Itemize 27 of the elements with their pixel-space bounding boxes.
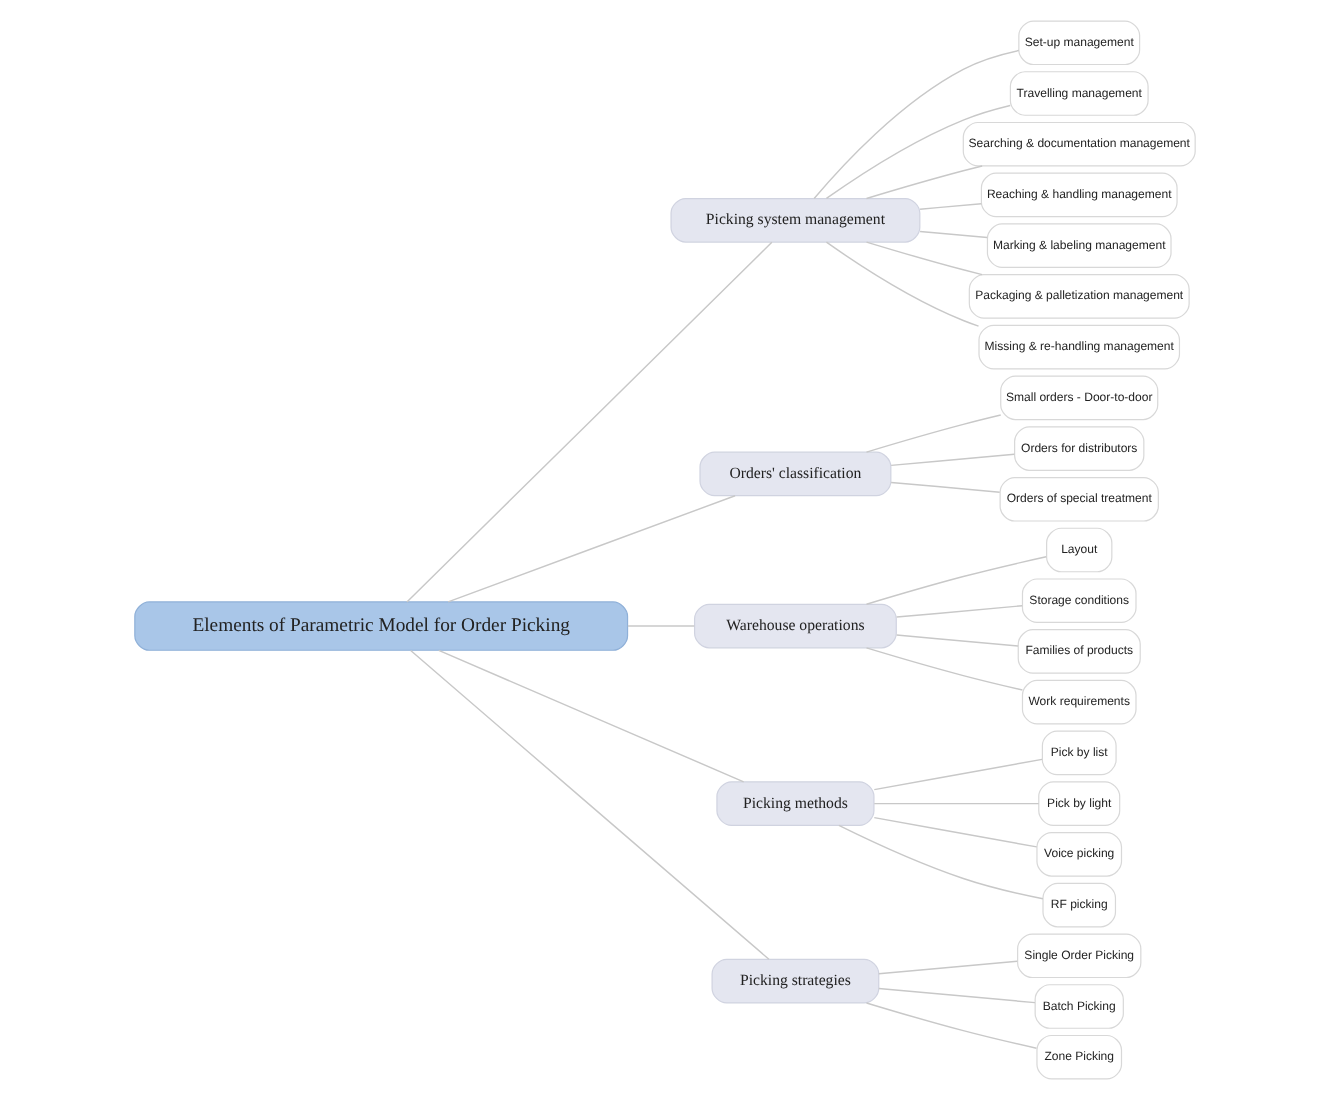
connector [894, 605, 1022, 618]
connector [872, 816, 1037, 848]
connector [864, 241, 982, 276]
connector [824, 104, 1010, 200]
connector [872, 802, 1039, 805]
connector [889, 481, 1000, 493]
connector [405, 241, 772, 603]
node-box: Elements of Parametric Model for Order Picking [133, 601, 628, 651]
connector [446, 495, 735, 603]
connector [626, 625, 695, 627]
connector [889, 453, 1015, 467]
connector [812, 49, 1019, 200]
connector [864, 1002, 1037, 1049]
connector [918, 230, 987, 239]
connector [894, 634, 1018, 647]
connector [837, 824, 1043, 900]
connector [864, 414, 1001, 453]
connector [877, 960, 1017, 975]
connector [864, 647, 1023, 691]
connector [918, 202, 982, 210]
connector [872, 758, 1042, 791]
connector [824, 241, 979, 327]
connector [864, 556, 1046, 605]
connector [409, 649, 769, 961]
connector [877, 987, 1035, 1004]
connector [437, 649, 744, 783]
connector [864, 165, 982, 200]
